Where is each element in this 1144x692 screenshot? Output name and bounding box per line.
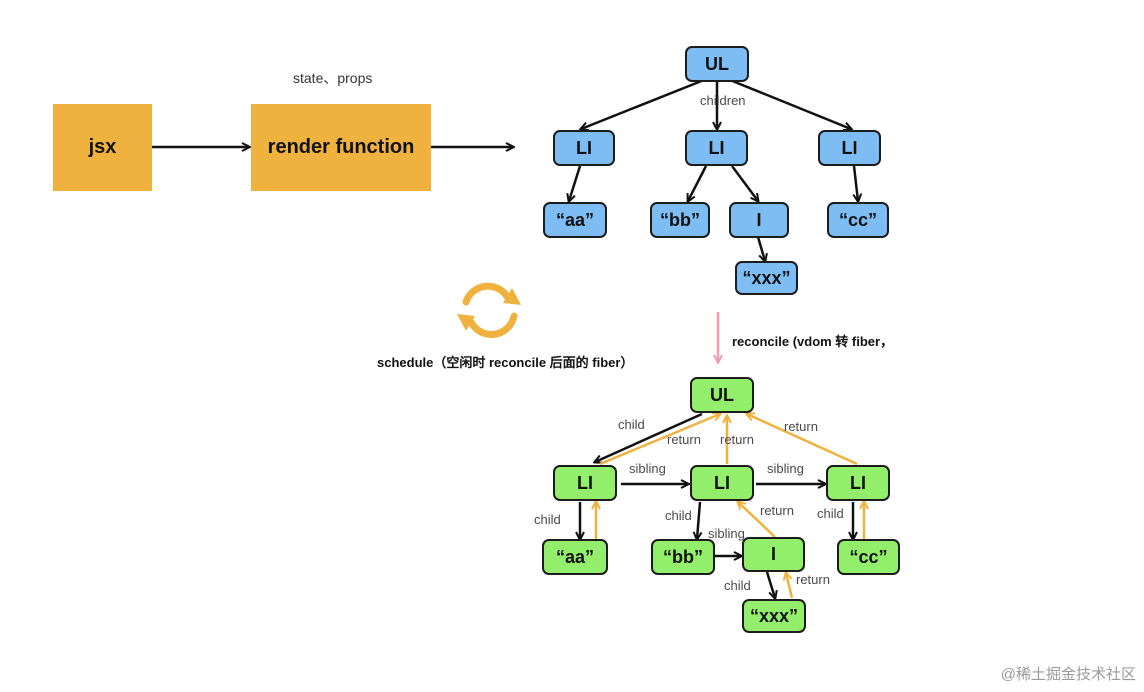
fiber-aa-node: “aa” (542, 539, 608, 575)
fiber-li-node-2: LI (690, 465, 754, 501)
child-label-li3: child (817, 506, 844, 521)
watermark: @稀土掘金技术社区 (1000, 666, 1136, 683)
vdom-ul-node: UL (685, 46, 749, 82)
fiber-i-node: I (742, 537, 805, 572)
schedule-label: schedule（空闲时 reconcile 后面的 fiber） (377, 355, 634, 370)
child-label-li1: child (534, 512, 561, 527)
vdom-li-node-2: LI (685, 130, 748, 166)
return-label-xxx: return (796, 572, 830, 587)
refresh-icon (457, 282, 521, 338)
vdom-li-node-3: LI (818, 130, 881, 166)
vdom-edges (569, 78, 858, 261)
fiber-xxx-node: “xxx” (742, 599, 806, 633)
child-label-li2: child (665, 508, 692, 523)
vdom-cc-node: “cc” (827, 202, 889, 238)
fiber-li-node-3: LI (826, 465, 890, 501)
render-note: state、props (293, 70, 373, 86)
return-label-i: return (760, 503, 794, 518)
sibling-label-bb: sibling (708, 526, 745, 541)
vdom-li-node-1: LI (553, 130, 615, 166)
child-label-i: child (724, 578, 751, 593)
jsx-box: jsx (53, 104, 152, 191)
child-label-ul: child (618, 417, 645, 432)
reconcile-label: reconcile (vdom 转 fiber， (732, 334, 894, 349)
render-function-label: render function (267, 136, 415, 158)
return-label-li1: return (667, 432, 701, 447)
fiber-cc-node: “cc” (837, 539, 900, 575)
fiber-ul-node: UL (690, 377, 754, 413)
jsx-label: jsx (88, 136, 117, 158)
vdom-bb-node: “bb” (650, 202, 710, 238)
sibling-label-li2: sibling (767, 461, 804, 476)
children-label: children (700, 93, 746, 108)
return-label-li3: return (784, 419, 818, 434)
fiber-child-sibling-edges (580, 412, 853, 598)
fiber-return-edges (596, 414, 864, 599)
sibling-label-li1: sibling (629, 461, 666, 476)
vdom-xxx-node: “xxx” (735, 261, 798, 295)
fiber-li-node-1: LI (553, 465, 617, 501)
vdom-i-node: I (729, 202, 789, 238)
vdom-aa-node: “aa” (543, 202, 607, 238)
fiber-bb-node: “bb” (651, 539, 715, 575)
return-label-li2: return (720, 432, 754, 447)
render-function-box: render function (251, 104, 431, 191)
